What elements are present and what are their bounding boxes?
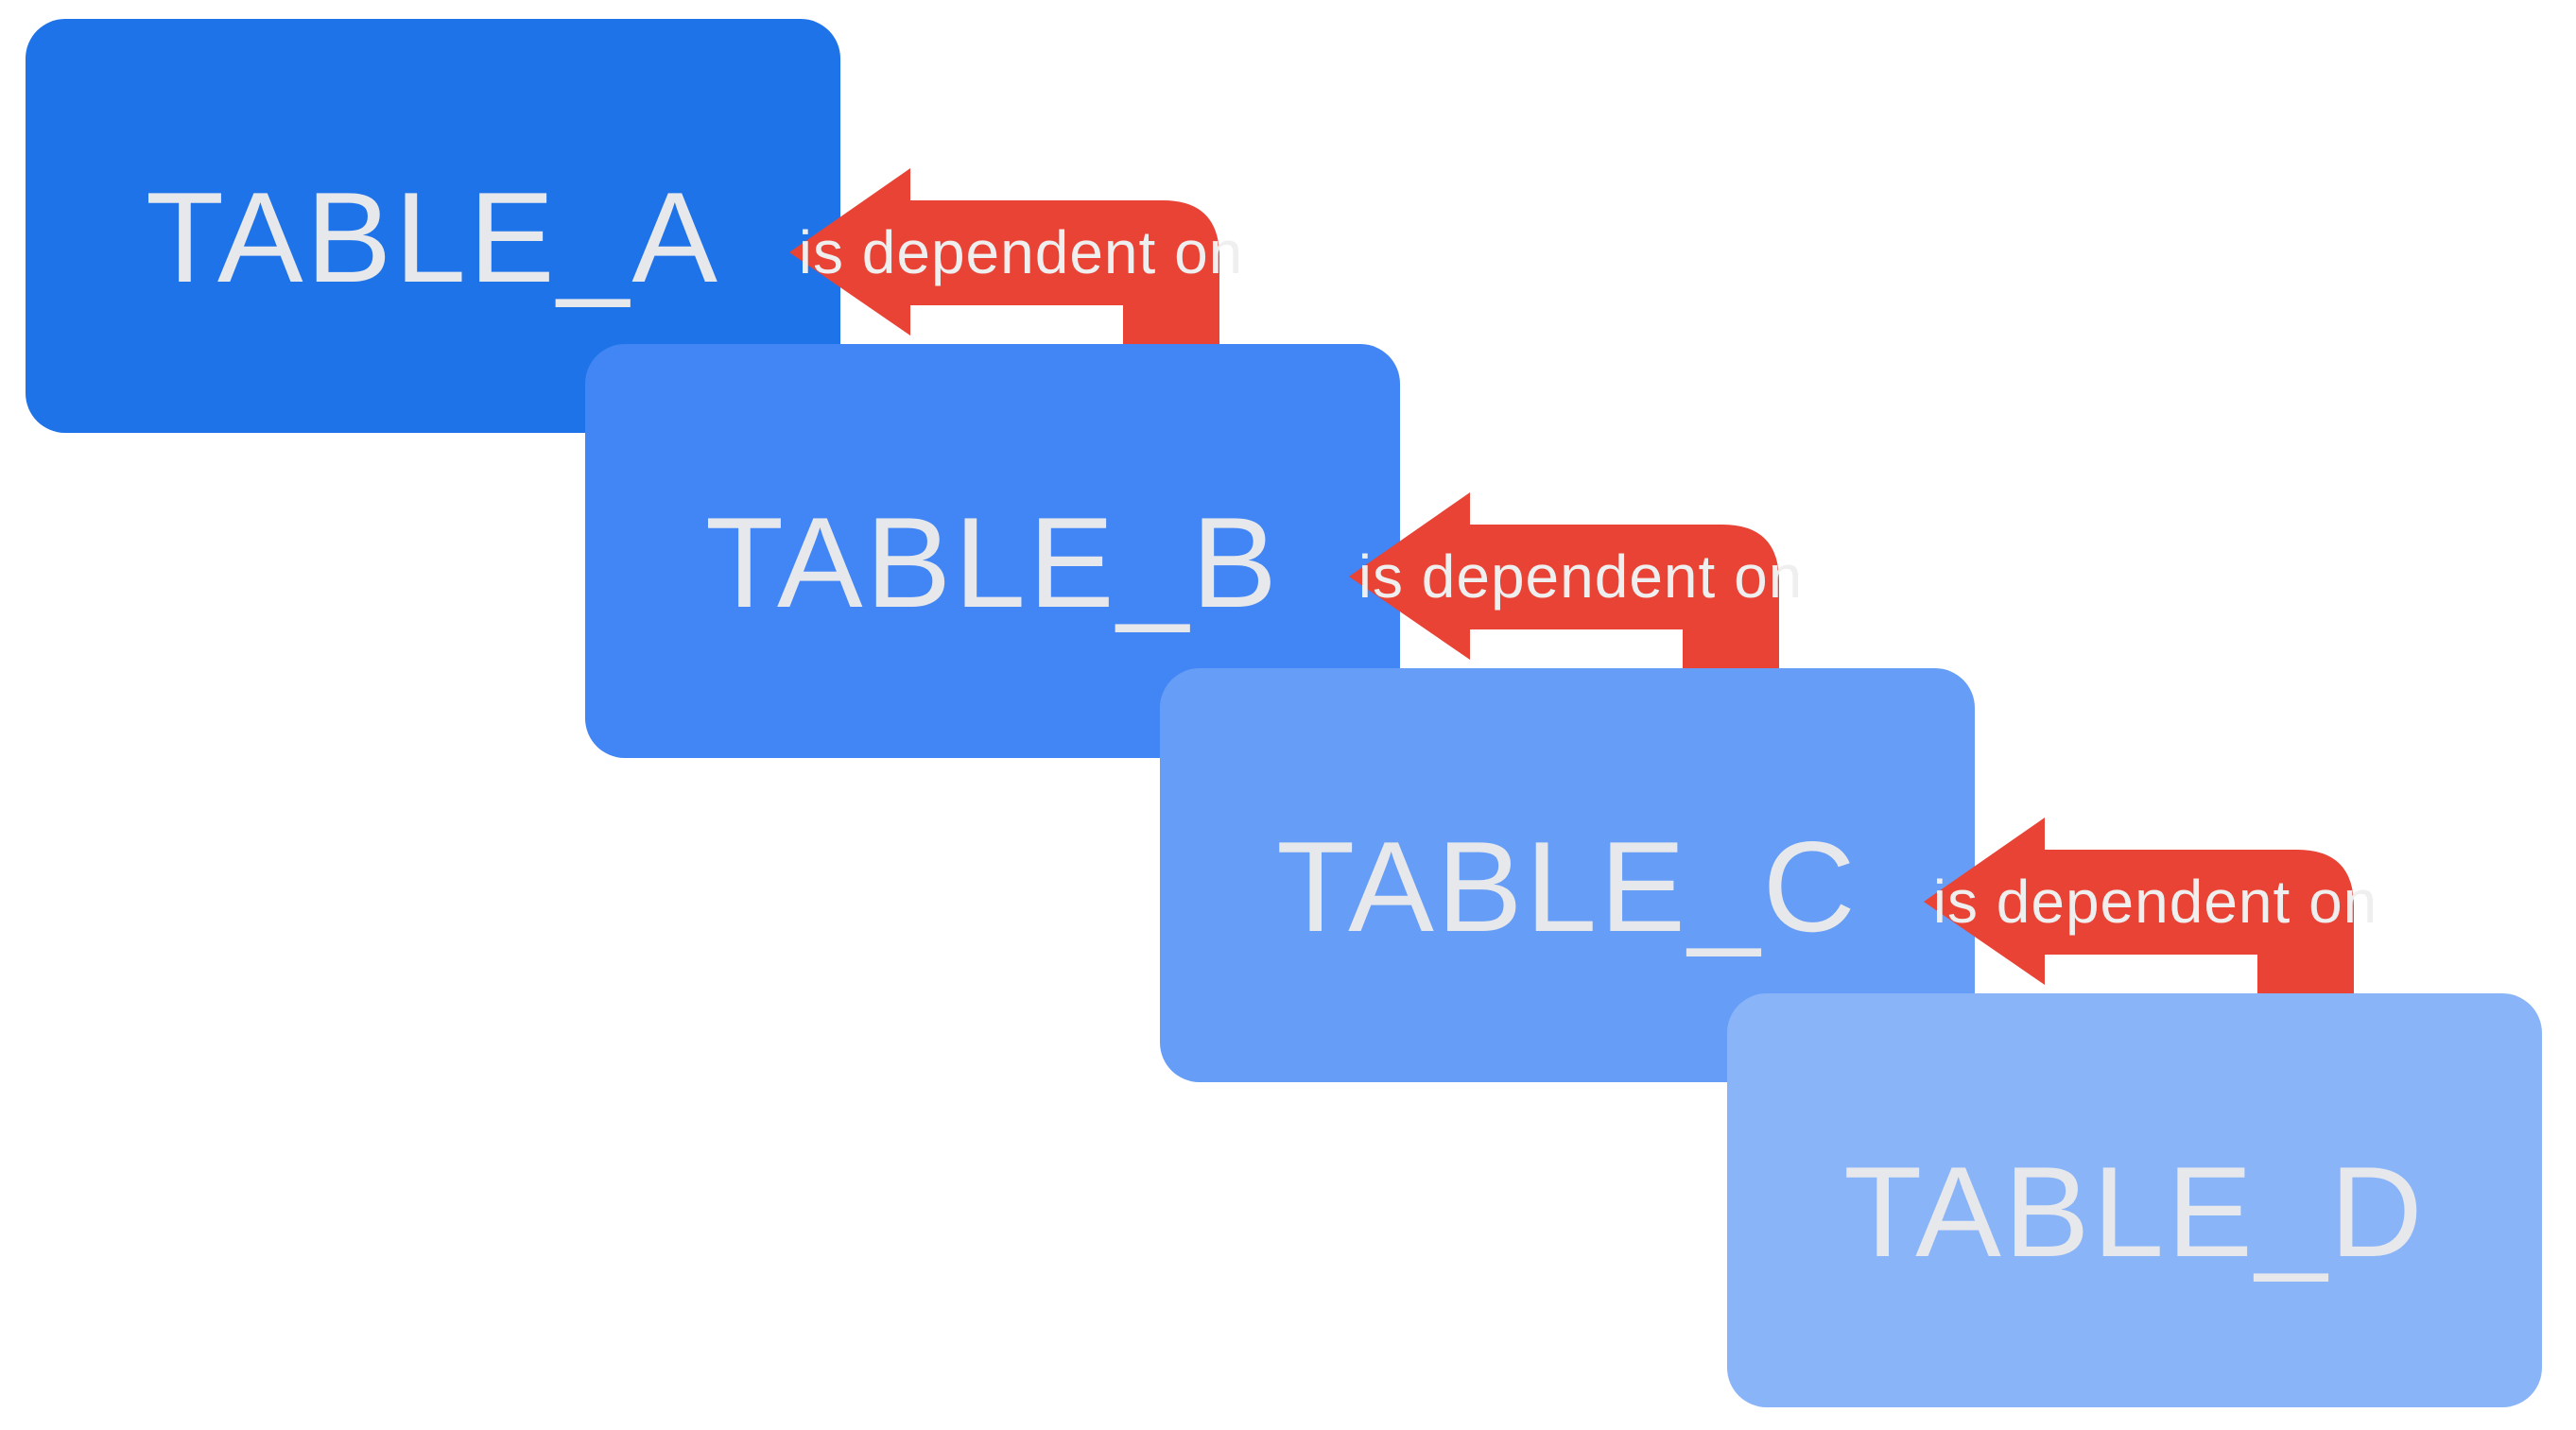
- dependency-arrow-b-to-a: is dependent on: [789, 168, 1242, 350]
- table-box-d: TABLE_D: [1727, 993, 2542, 1407]
- arrow-label: is dependent on: [1933, 868, 2378, 936]
- dependency-arrow-c-to-b: is dependent on: [1349, 492, 1802, 674]
- table-box-a: TABLE_A: [26, 19, 840, 433]
- left-arrow-icon: [1924, 818, 2354, 999]
- left-arrow-icon: [1349, 492, 1779, 674]
- dependency-arrow-d-to-c: is dependent on: [1924, 818, 2377, 999]
- table-box-b: TABLE_B: [585, 344, 1400, 758]
- left-arrow-icon: [789, 168, 1219, 350]
- table-a-label: TABLE_A: [145, 165, 721, 309]
- table-b-label: TABLE_B: [704, 491, 1281, 634]
- arrow-label: is dependent on: [799, 218, 1244, 286]
- table-c-label: TABLE_C: [1276, 815, 1859, 958]
- arrow-label: is dependent on: [1358, 543, 1804, 611]
- table-d-label: TABLE_D: [1843, 1140, 2426, 1284]
